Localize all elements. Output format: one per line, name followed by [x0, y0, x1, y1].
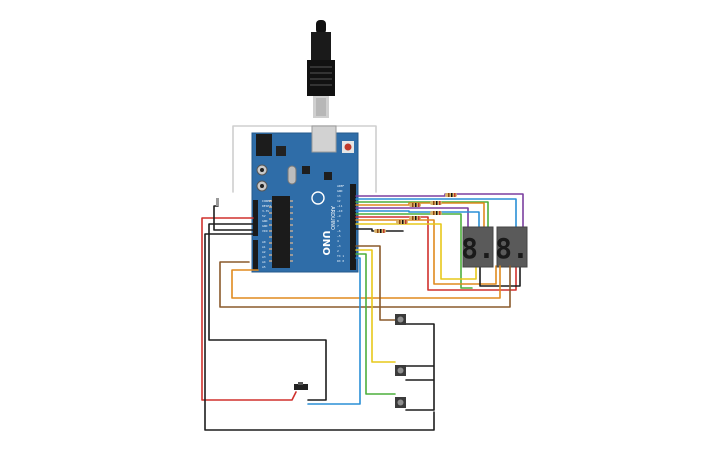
pushbutton-1[interactable] — [395, 314, 406, 325]
pin-label: ~5 — [337, 234, 341, 238]
pin-label: A0 — [262, 240, 266, 244]
pin-label: VIN — [262, 229, 268, 233]
wire-red[interactable] — [355, 216, 517, 291]
resistor[interactable] — [409, 216, 421, 220]
wire-blue[interactable] — [355, 198, 517, 229]
resistor[interactable] — [374, 229, 386, 233]
pin-label: 12 — [337, 199, 341, 203]
atmega-chip — [272, 196, 290, 268]
pin-label: IOREF — [262, 199, 271, 203]
wire-yellow-2[interactable] — [355, 249, 396, 363]
wire-yellow[interactable] — [355, 223, 477, 280]
pin-label: 13 — [337, 194, 341, 198]
pin-label: ~3 — [337, 244, 341, 248]
wire-red-power[interactable] — [201, 217, 297, 401]
display-digit: 8. — [495, 232, 529, 265]
pin-label: AREF — [337, 184, 344, 188]
seven-segment-display-1[interactable]: 8. — [461, 226, 495, 268]
resistor[interactable] — [409, 203, 421, 207]
pin-label: GND — [337, 189, 343, 193]
voltage-regulator — [276, 146, 286, 156]
resistor[interactable] — [430, 201, 442, 205]
usb-port — [311, 125, 337, 153]
wire-orange-3[interactable] — [231, 265, 501, 299]
wire-orange[interactable] — [355, 202, 485, 229]
board-brand: ARDUINO — [329, 206, 335, 230]
wire-black-display[interactable] — [355, 228, 404, 232]
seven-segment-display-2[interactable]: 8. — [495, 226, 529, 268]
pin-label: 5V — [262, 214, 266, 218]
pin-label: A4 — [262, 260, 266, 264]
pin-label: RX 0 — [337, 259, 344, 263]
pin-label: ~11 — [337, 204, 343, 208]
digital-header — [350, 184, 356, 270]
resistor[interactable] — [396, 220, 408, 224]
analog-header — [253, 240, 258, 270]
crystal — [287, 165, 297, 185]
wire-blue-2[interactable] — [355, 210, 480, 229]
wire-green[interactable] — [355, 201, 489, 229]
resistor[interactable] — [445, 193, 457, 197]
pin-label: GND — [262, 219, 268, 223]
pin-label: TX 1 — [337, 254, 344, 258]
arduino-uno-board[interactable]: ARDUINO UNO IOREF RESET 3.3V 5V GND GND … — [251, 125, 359, 273]
wire-brown-2[interactable] — [355, 245, 396, 321]
pin-label: ~10 — [337, 209, 343, 213]
display-digit: 8. — [461, 232, 495, 265]
pin-label: A5 — [262, 265, 266, 269]
usb-cable[interactable] — [307, 20, 335, 118]
reset-button[interactable] — [344, 143, 352, 151]
pin-label: A3 — [262, 255, 266, 259]
wire-brown[interactable] — [219, 261, 511, 308]
usb-outline — [232, 125, 377, 193]
power-header — [253, 200, 258, 236]
wire-green-2[interactable] — [355, 213, 473, 289]
pin-label: GND — [262, 224, 268, 228]
pushbutton-2[interactable] — [395, 365, 406, 376]
wire-green-3[interactable] — [355, 253, 396, 395]
pin-label: A2 — [262, 250, 266, 254]
pin-label: 4 — [337, 239, 339, 243]
arduino-logo — [311, 191, 325, 205]
pin-label: ~6 — [337, 229, 341, 233]
resistor[interactable] — [430, 211, 442, 215]
wire-black-top[interactable] — [208, 223, 327, 401]
pin-label: RESET — [262, 204, 271, 208]
connector-pin — [216, 198, 219, 206]
pin-label: A1 — [262, 245, 266, 249]
slide-switch[interactable] — [294, 382, 308, 390]
wire-purple[interactable] — [355, 193, 524, 229]
wire-black-buttons[interactable] — [405, 323, 435, 411]
wire-blue-3[interactable] — [307, 257, 361, 405]
pin-label: 3.3V — [262, 209, 269, 213]
power-jack — [256, 134, 272, 156]
pin-label: ~9 — [337, 214, 341, 218]
wire-purple-2[interactable] — [355, 207, 469, 229]
pin-label: 8 — [337, 219, 339, 223]
pin-label: 2 — [337, 249, 339, 253]
pushbutton-3[interactable] — [395, 397, 406, 408]
wire-black-gnd[interactable] — [204, 233, 435, 431]
pin-label: 7 — [337, 224, 339, 228]
wire-orange-2[interactable] — [355, 219, 497, 285]
board-model: UNO — [320, 231, 331, 256]
